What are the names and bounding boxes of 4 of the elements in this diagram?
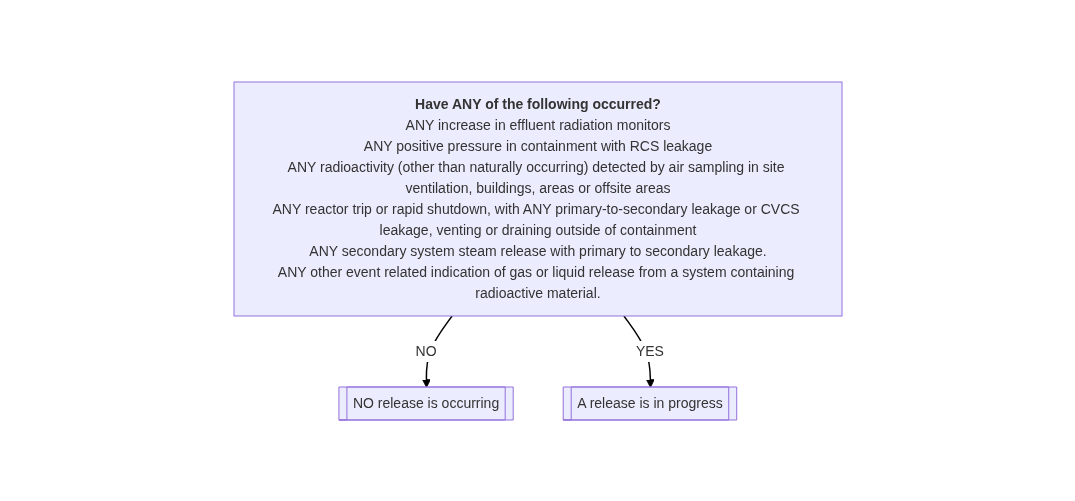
node-box: Have ANY of the following occurred? ANY increase in effluent radiation monitors ANY positive pressure in containment with RCS leakage ANY radioactivity (other than naturally occurring) detected by air sampling in site ventilation, buildings, areas or offsite areas ANY reactor trip or rapid shutdown, with ANY primary-to-secondary leakage or CVCS leakage, venting or draining outside of containment ANY secondary system steam release with primary to secondary leakage. ANY other event related indication of gas or liquid release from a system containing radioactive material. <box>233 81 842 316</box>
arrow <box>421 314 453 388</box>
edge-label: YES <box>635 342 664 359</box>
edge-label: NO <box>415 342 437 359</box>
